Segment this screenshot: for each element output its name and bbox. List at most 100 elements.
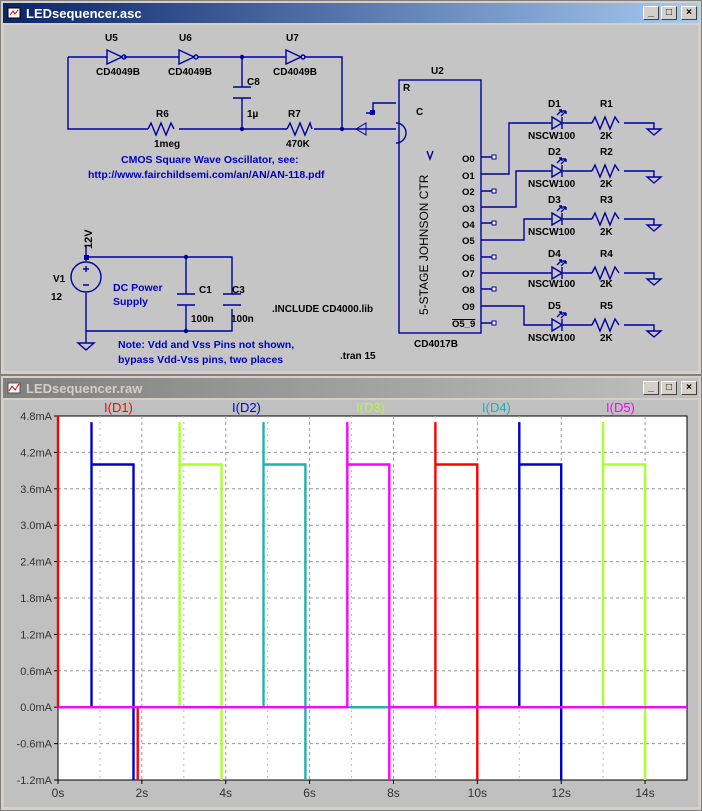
schematic-window-title: LEDsequencer.asc [26, 5, 142, 21]
u2-out-6: O6 [462, 253, 475, 264]
waveform-window: LEDsequencer.raw _ □ × 4.8mA 4.2mA 3.6mA 3.… [0, 375, 702, 811]
y-tick-label: 4.2mA [20, 447, 52, 459]
u5-ref: U5 [105, 33, 118, 44]
y-tick-label: 3.0mA [20, 520, 52, 532]
r5-ref: R5 [600, 301, 613, 312]
x-tick-label: 10s [468, 786, 487, 800]
u2-body-label: 5-STAGE JOHNSON CTR [417, 174, 431, 315]
r4-ref: R4 [600, 249, 613, 260]
legend-label[interactable]: I(D3) [356, 400, 385, 415]
current-waveform-chart: 4.8mA4.2mA3.6mA3.0mA2.4mA1.8mA1.2mA0.6mA… [17, 400, 688, 800]
r4-value: 2K [600, 279, 614, 290]
c1-ref: C1 [199, 285, 212, 296]
x-tick-label: 2s [136, 786, 149, 800]
u2-out-2: O2 [462, 187, 475, 198]
u7-value: CD4049B [273, 67, 317, 78]
u2-out-4: O4 [462, 220, 475, 231]
r7-value: 470K [286, 139, 311, 150]
c3-ref: C3 [232, 285, 245, 296]
d2-value: NSCW100 [528, 179, 576, 190]
vdd-note-line1: Note: Vdd and Vss Pins not shown, [118, 339, 294, 351]
c8-ref: C8 [247, 77, 260, 88]
include-directive: .INCLUDE CD4000.lib [272, 304, 373, 315]
x-tick-label: 14s [635, 786, 654, 800]
u2-out-5: O5 [462, 236, 475, 247]
y-tick-label: 4.8mA [20, 411, 52, 423]
u2-pin-c: C [416, 107, 423, 118]
d5-ref: D5 [548, 301, 561, 312]
dc-power-note-line1: DC Power [113, 282, 163, 294]
v1-value: 12 [51, 292, 63, 303]
u6-ref: U6 [179, 33, 192, 44]
trace-id4[interactable] [58, 422, 687, 780]
r2-ref: R2 [600, 147, 613, 158]
dc-power-note-line2: Supply [113, 296, 148, 308]
trace-id5[interactable] [58, 422, 687, 780]
x-tick-label: 0s [52, 786, 65, 800]
r3-ref: R3 [600, 195, 613, 206]
schematic-canvas[interactable]: U5 CD4049B U6 CD4049B U7 CD4049B C8 1µ R… [4, 25, 698, 371]
u2-out-7: O7 [462, 269, 475, 280]
u2-value: CD4017B [414, 339, 458, 350]
d1-value: NSCW100 [528, 131, 576, 142]
d1-ref: D1 [548, 99, 561, 110]
u2-out-1: O1 [462, 171, 475, 182]
d4-ref: D4 [548, 249, 561, 260]
minimize-button[interactable]: _ [643, 6, 659, 20]
minimize-button[interactable]: _ [643, 381, 659, 395]
u2-out-8: O8 [462, 285, 475, 296]
d5-value: NSCW100 [528, 333, 576, 344]
u2-out-3: O3 [462, 204, 475, 215]
v1-ref: V1 [53, 274, 66, 285]
r3-value: 2K [600, 227, 614, 238]
d2-ref: D2 [548, 147, 561, 158]
u2-pin-r: R [403, 83, 411, 94]
legend-label[interactable]: I(D2) [232, 400, 261, 415]
v1-net-label: 12V [83, 229, 95, 249]
waveform-titlebar[interactable]: LEDsequencer.raw _ □ × [3, 378, 699, 398]
legend-label[interactable]: I(D5) [606, 400, 635, 415]
x-tick-label: 8s [387, 786, 400, 800]
r5-value: 2K [600, 333, 614, 344]
u7-ref: U7 [286, 33, 299, 44]
d4-value: NSCW100 [528, 279, 576, 290]
waveform-file-icon [6, 380, 22, 396]
u2-ref: U2 [431, 66, 444, 77]
y-tick-label: 1.2mA [20, 629, 52, 641]
c1-value: 100n [191, 314, 214, 325]
waveform-window-title: LEDsequencer.raw [26, 380, 143, 396]
legend-label[interactable]: I(D4) [482, 400, 511, 415]
u2-out-9: O9 [462, 302, 475, 313]
y-tick-label: -1.2mA [17, 775, 53, 787]
close-button[interactable]: × [681, 6, 697, 20]
maximize-button[interactable]: □ [661, 6, 677, 20]
legend-label[interactable]: I(D1) [104, 400, 133, 415]
oscillator-note-line1: CMOS Square Wave Oscillator, see: [121, 154, 299, 166]
maximize-button[interactable]: □ [661, 381, 677, 395]
y-tick-label: 0.6mA [20, 666, 52, 678]
r6-ref: R6 [156, 109, 169, 120]
r7-ref: R7 [288, 109, 301, 120]
x-tick-label: 12s [552, 786, 571, 800]
schematic-file-icon [6, 5, 22, 21]
y-tick-label: 3.6mA [20, 484, 52, 496]
y-tick-label: 2.4mA [20, 557, 52, 569]
x-tick-label: 4s [219, 786, 232, 800]
u2-out-5-9: O5_9 [452, 319, 475, 330]
y-tick-label: -0.6mA [17, 739, 53, 751]
oscillator-note-line2: http://www.fairchildsemi.com/an/AN/AN-11… [88, 169, 325, 181]
vdd-note-line2: bypass Vdd-Vss pins, two places [118, 354, 283, 366]
u6-value: CD4049B [168, 67, 212, 78]
u5-value: CD4049B [96, 67, 140, 78]
r6-value: 1meg [154, 139, 180, 150]
d3-value: NSCW100 [528, 227, 576, 238]
u2-out-0: O0 [462, 154, 475, 165]
d3-ref: D3 [548, 195, 561, 206]
schematic-window: LEDsequencer.asc _ □ × [0, 0, 702, 375]
y-tick-label: 0.0mA [20, 702, 52, 714]
r2-value: 2K [600, 179, 614, 190]
c3-value: 100n [231, 314, 254, 325]
close-button[interactable]: × [681, 381, 697, 395]
schematic-titlebar[interactable]: LEDsequencer.asc _ □ × [3, 3, 699, 23]
